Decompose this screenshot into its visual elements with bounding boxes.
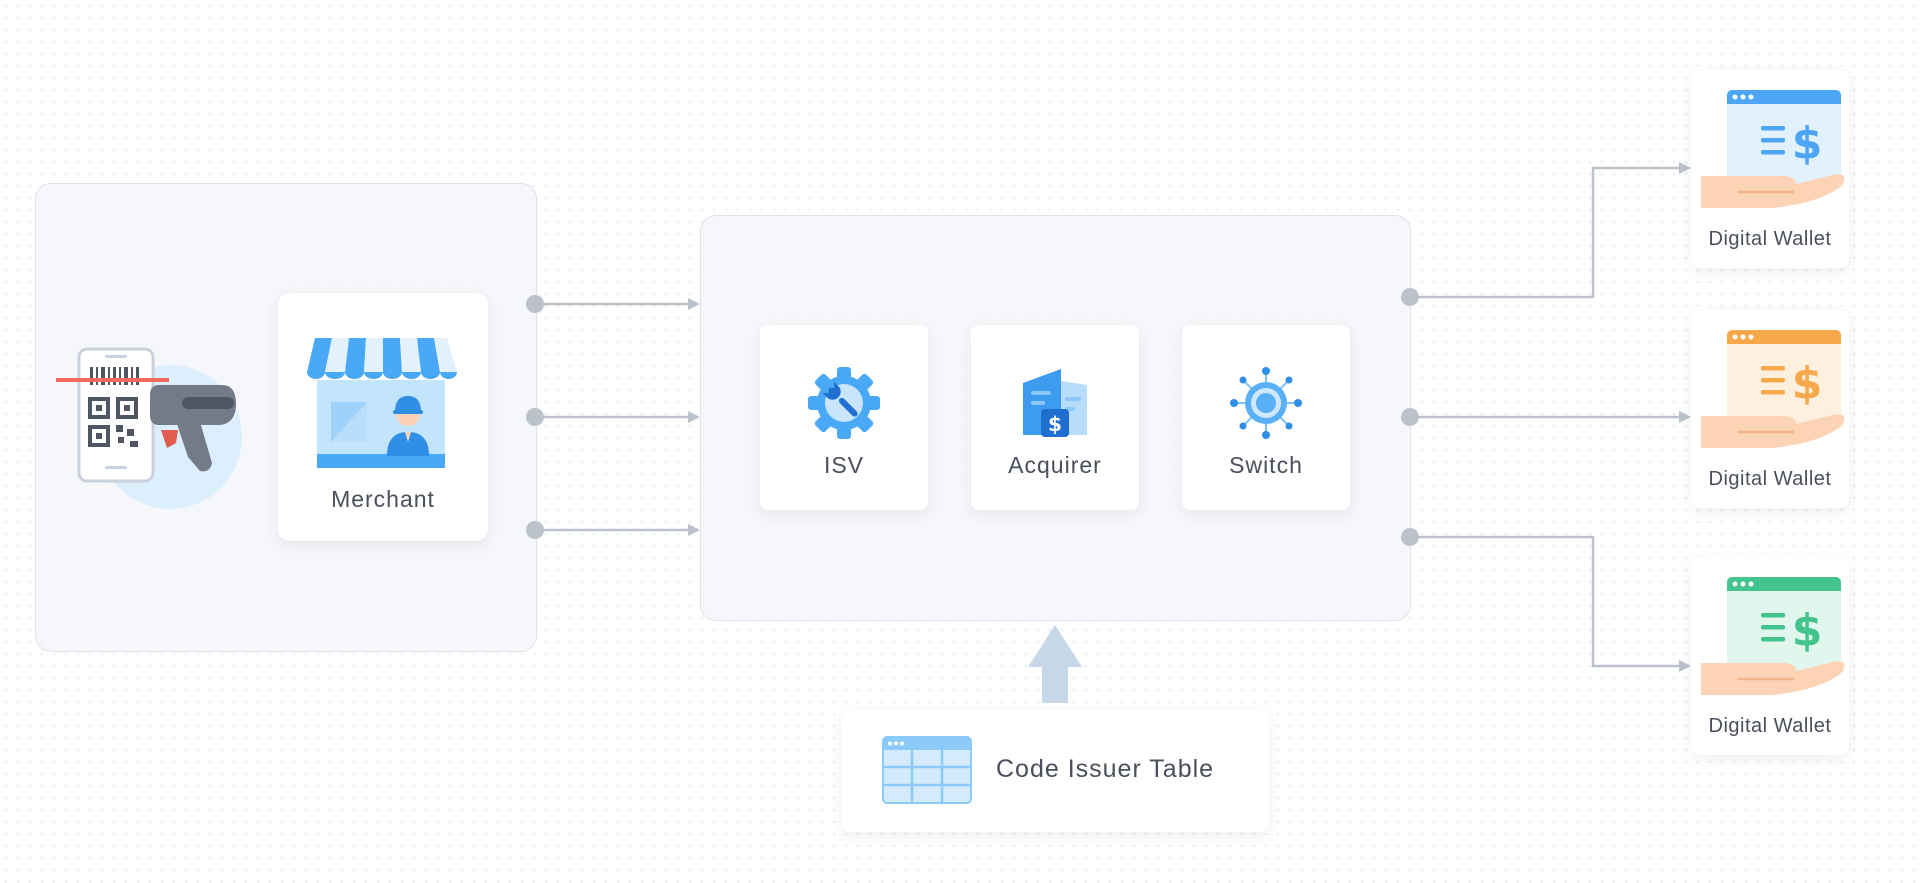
building-dollar-icon: $ — [1023, 369, 1087, 437]
switch-card[interactable]: Switch — [1182, 325, 1350, 510]
svg-text:$: $ — [1048, 412, 1062, 436]
isv-label: ISV — [823, 452, 865, 478]
connector-processing-to-wallet-3 — [1410, 535, 1691, 672]
acquirer-card[interactable]: $ Acquirer — [971, 325, 1139, 510]
connector-port — [526, 295, 544, 313]
code-issuer-table-card[interactable]: Code Issuer Table — [841, 710, 1269, 832]
isv-card[interactable]: ISV — [760, 325, 928, 510]
connector-port — [1401, 408, 1419, 426]
up-arrow — [1028, 625, 1082, 703]
digital-wallet-card[interactable]: $ Digital Wallet — [1691, 310, 1849, 508]
wrench-gear-icon — [808, 367, 880, 439]
merchant-card[interactable]: Merchant — [278, 293, 488, 541]
hand-holding-wallet-icon: $ — [1701, 577, 1845, 695]
code-issuer-table-label: Code Issuer Table — [996, 755, 1215, 783]
svg-text:$: $ — [1792, 118, 1823, 169]
merchant-label: Merchant — [331, 486, 435, 512]
connector-processing-to-wallet-1 — [1410, 162, 1691, 299]
qr-code-scanner-icon — [56, 347, 242, 509]
switch-label: Switch — [1229, 452, 1303, 478]
acquirer-label: Acquirer — [1008, 452, 1102, 478]
connector-port — [526, 521, 544, 539]
hand-holding-wallet-icon: $ — [1701, 90, 1845, 208]
network-hub-icon — [1230, 367, 1302, 439]
connector-port — [526, 408, 544, 426]
connector-port — [1401, 288, 1419, 306]
digital-wallet-label: Digital Wallet — [1708, 228, 1832, 250]
svg-text:$: $ — [1792, 358, 1823, 409]
digital-wallet-label: Digital Wallet — [1708, 468, 1832, 490]
digital-wallet-card[interactable]: $ Digital Wallet — [1691, 70, 1849, 268]
digital-wallet-card[interactable]: $ Digital Wallet — [1691, 557, 1849, 755]
hand-holding-wallet-icon: $ — [1701, 330, 1845, 448]
connector-port — [1401, 528, 1419, 546]
digital-wallet-label: Digital Wallet — [1708, 715, 1832, 737]
storefront-icon — [307, 338, 457, 468]
table-icon — [882, 736, 972, 804]
svg-text:$: $ — [1792, 605, 1823, 656]
